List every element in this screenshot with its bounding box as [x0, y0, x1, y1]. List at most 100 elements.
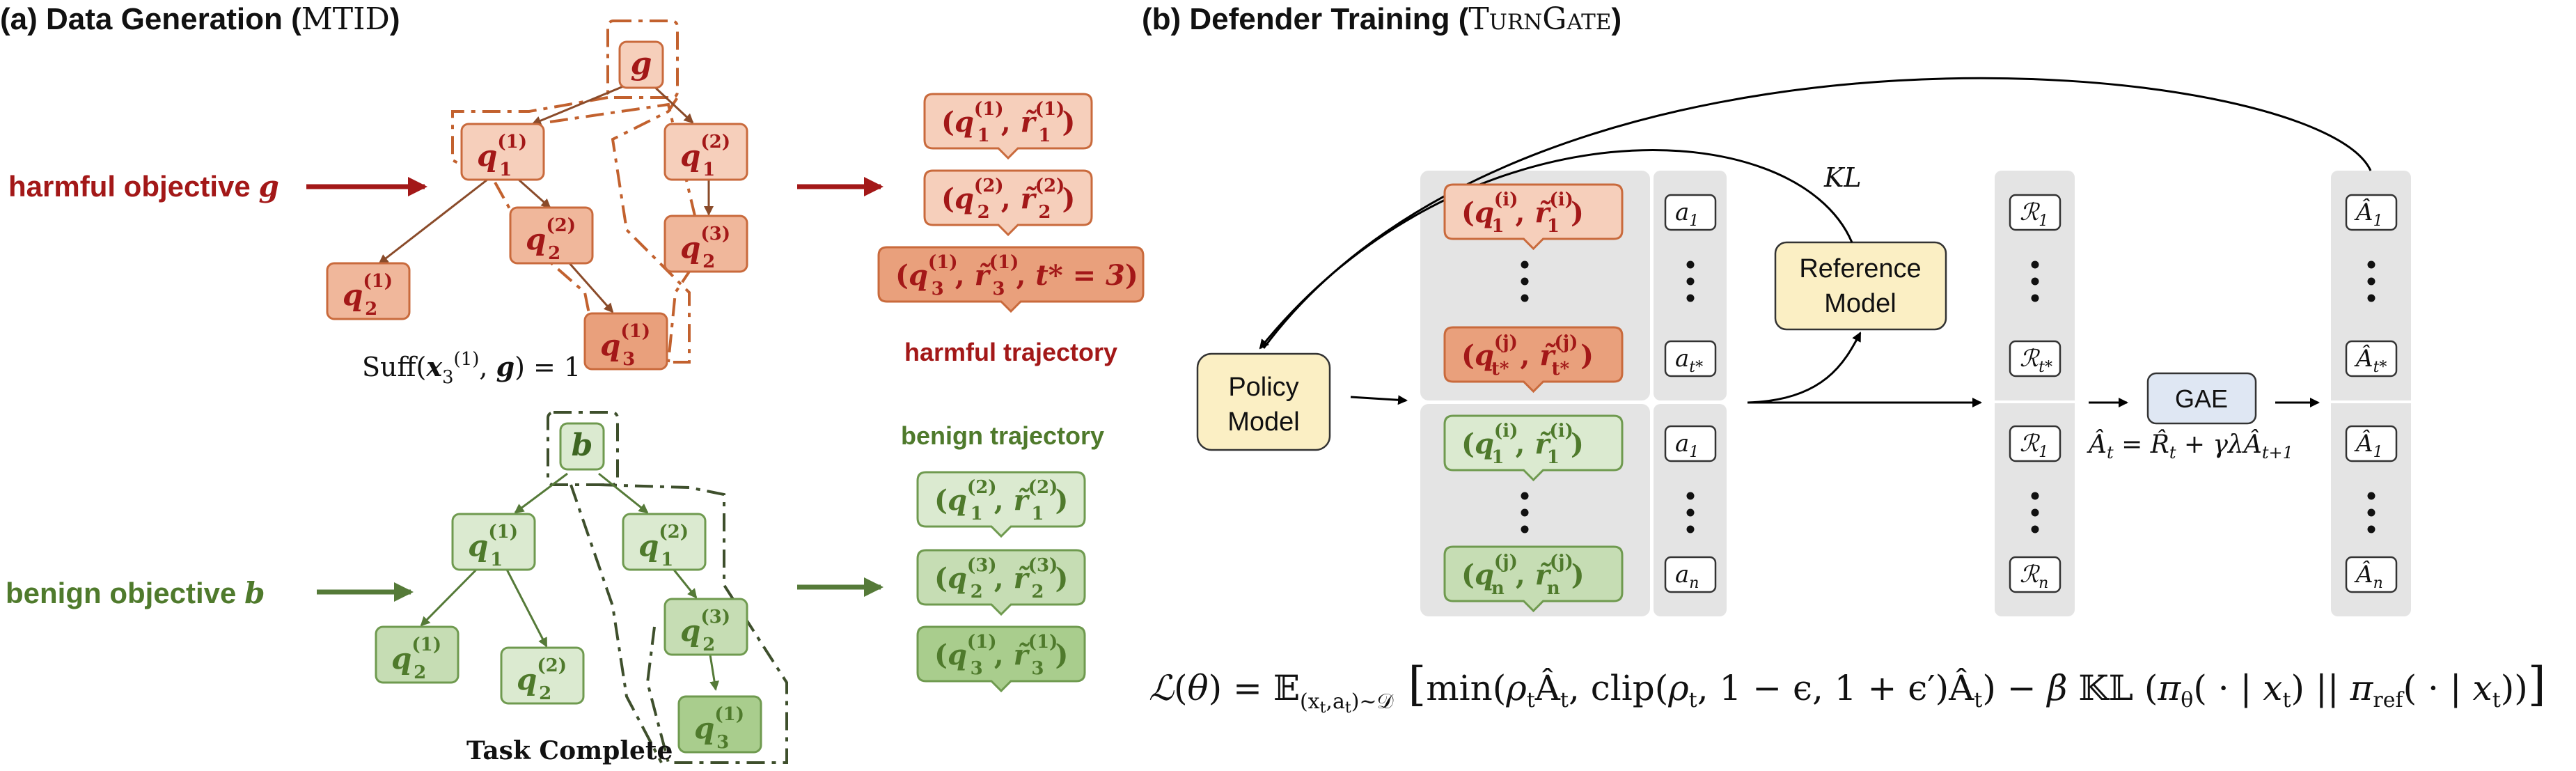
svg-text:Â1: Â1	[2354, 198, 2383, 230]
task-complete-label: Task Complete	[466, 736, 673, 765]
harmful-trajectory-label: harmful trajectory	[904, 338, 1117, 366]
vertical-ellipsis	[2031, 492, 2039, 534]
harm-rollout-card-1: (q(j)t*, r̃(j)t*)	[1443, 326, 1624, 394]
vertical-ellipsis	[2367, 492, 2375, 534]
svg-text:(q(i)1, r̃(i)1): (q(i)1, r̃(i)1)	[1461, 189, 1584, 237]
vertical-ellipsis	[2367, 260, 2375, 302]
reward-cell-1: ℛt*	[2009, 340, 2061, 377]
harmful-tree-edges	[378, 82, 714, 313]
harmful-node-4: q(3)2	[663, 215, 748, 273]
svg-text:(q(3)2, r̃(3)2): (q(3)2, r̃(3)2)	[934, 555, 1068, 602]
svg-text:Model: Model	[1227, 407, 1300, 437]
policy-to-rollout-arrow	[1350, 395, 1408, 405]
svg-text:(q(j)n, r̃(j)n): (q(j)n, r̃(j)n)	[1461, 552, 1585, 599]
harmful-tree-nodes: g q(1)1 q(2)1 q(1)2 q(2)2 q(3)2 q(1)3	[326, 40, 748, 371]
harmful-trajectory-step-1: (q(2)2, r̃(2)2)	[923, 169, 1093, 237]
sufficiency-label: Suff(x3(1), g) = 1	[362, 349, 581, 388]
reward-cell-3: ℛn	[2009, 556, 2061, 593]
svg-text:(q(1)3, r̃(1)3, t* = 3): (q(1)3, r̃(1)3, t* = 3)	[895, 252, 1138, 299]
kl-label: KL	[1823, 162, 1862, 193]
svg-text:Ân: Ân	[2354, 560, 2383, 592]
benign-trajectory-step-1: (q(3)2, r̃(3)2)	[916, 549, 1086, 616]
svg-text:(q(1)3, r̃(1)3): (q(1)3, r̃(1)3)	[934, 632, 1068, 679]
advantage-cell-1: Ât*	[2345, 340, 2398, 377]
benign-tree-outlines	[547, 411, 788, 764]
svg-text:ℛn: ℛn	[2020, 561, 2048, 592]
svg-text:(q(i)1, r̃(i)1): (q(i)1, r̃(i)1)	[1461, 421, 1584, 468]
harmful-trajectory: (q(1)1, r̃(1)1) (q(2)2, r̃(2)2) (q(1)3, r̃…	[877, 93, 1145, 313]
policy-model-box: Policy Model	[1196, 352, 1331, 451]
harmful-objective-label: harmful objective g	[8, 169, 279, 203]
svg-text:ℛ1: ℛ1	[2020, 198, 2048, 230]
reward-cell-2: ℛ1	[2009, 425, 2061, 462]
benign-rollout-card-0: (q(i)1, r̃(i)1)	[1443, 414, 1624, 482]
benign-trajectory-step-2: (q(1)3, r̃(1)3)	[916, 625, 1086, 693]
benign-node-4: q(3)2	[663, 598, 748, 656]
harmful-tree-outlines	[451, 20, 705, 364]
svg-text:q(1)1: q(1)1	[477, 132, 527, 180]
advantage-feedback-curve	[1262, 77, 2372, 349]
panel-b: (b) Defender Training (TurnGate) Policy …	[1142, 1, 2546, 717]
harmful-node-2: q(1)2	[326, 262, 411, 320]
svg-text:(q(j)t*, r̃(j)t*): (q(j)t*, r̃(j)t*)	[1461, 332, 1594, 380]
svg-text:q(1)1: q(1)1	[468, 522, 518, 570]
benign-rollout-card-1: (q(j)n, r̃(j)n)	[1443, 545, 1624, 613]
panel-a-title: (a) Data Generation (MTID)	[0, 1, 400, 37]
benign-root-node: b	[559, 422, 605, 471]
svg-text:Policy: Policy	[1228, 373, 1298, 402]
harmful-node-1: q(2)1	[663, 123, 748, 181]
svg-text:q(2)2: q(2)2	[526, 215, 576, 264]
advantage-cell-3: Ân	[2345, 556, 2398, 593]
svg-text:q(2)1: q(2)1	[680, 132, 730, 180]
svg-text:(q(1)1, r̃(1)1): (q(1)1, r̃(1)1)	[941, 99, 1075, 146]
advantage-panel	[2331, 171, 2411, 616]
svg-text:(q(2)2, r̃(2)2): (q(2)2, r̃(2)2)	[941, 176, 1075, 223]
action-cell-2: a1	[1664, 425, 1717, 462]
benign-tree-edges	[420, 472, 720, 691]
action-cells: a1 at* a1 an	[1664, 194, 1717, 593]
benign-trajectory-step-0: (q(2)1, r̃(2)1)	[916, 471, 1086, 538]
ellipsis-dots	[1521, 260, 2375, 534]
harmful-root-node: g	[618, 40, 664, 89]
action-cell-3: an	[1664, 556, 1717, 593]
svg-text:q(3)2: q(3)2	[680, 607, 730, 655]
panel-b-title: (b) Defender Training (TurnGate)	[1142, 1, 1621, 37]
reference-model-box: Reference Model	[1774, 241, 1947, 331]
svg-text:an: an	[1675, 561, 1699, 592]
benign-trajectory-label: benign trajectory	[901, 421, 1104, 450]
harmful-node-3: q(2)2	[509, 206, 594, 265]
advantage-cell-2: Â1	[2345, 425, 2398, 462]
gae-box: GAE	[2146, 372, 2257, 425]
svg-text:Reference: Reference	[1799, 254, 1921, 283]
svg-text:ℛ1: ℛ1	[2020, 430, 2048, 461]
action-cell-1: at*	[1664, 340, 1717, 377]
svg-text:Â1: Â1	[2354, 429, 2383, 461]
benign-node-0: q(1)1	[451, 513, 536, 571]
loss-formula: ℒ(θ) = 𝔼(xt,at)~𝒟 [min(ρtÂt, clip(ρt, 1 …	[1149, 657, 2546, 717]
svg-text:Ât*: Ât*	[2354, 344, 2387, 376]
svg-text:Model: Model	[1824, 289, 1896, 318]
harmful-node-5: q(1)3	[583, 312, 668, 371]
harm-rollout-cards: (q(i)1, r̃(i)1) (q(j)t*, r̃(j)t*)	[1443, 183, 1624, 394]
benign-rollout-cards: (q(i)1, r̃(i)1) (q(j)n, r̃(j)n)	[1443, 414, 1624, 613]
advantage-cell-0: Â1	[2345, 194, 2398, 231]
benign-trajectory: (q(2)1, r̃(2)1) (q(3)2, r̃(3)2) (q(1)3, r̃…	[916, 471, 1086, 693]
reward-panel	[1995, 171, 2075, 616]
vertical-ellipsis	[1686, 492, 1695, 534]
svg-text:q(2)2: q(2)2	[517, 655, 567, 704]
svg-text:(q(2)1, r̃(2)1): (q(2)1, r̃(2)1)	[934, 477, 1068, 524]
svg-text:q(2)1: q(2)1	[638, 522, 689, 570]
vertical-ellipsis	[1521, 260, 1529, 302]
svg-text:a1: a1	[1675, 430, 1699, 461]
benign-tree-nodes: b q(1)1 q(2)1 q(1)2 q(2)2 q(3)2 q(1)3	[375, 422, 762, 754]
harm-rollout-card-0: (q(i)1, r̃(i)1)	[1443, 183, 1624, 251]
benign-objective-label: benign objective b	[6, 576, 265, 610]
svg-text:q(1)2: q(1)2	[391, 634, 441, 683]
benign-node-2: q(1)2	[375, 625, 460, 684]
reward-cell-0: ℛ1	[2009, 194, 2061, 231]
benign-node-1: q(2)1	[622, 513, 707, 571]
action-cell-0: a1	[1664, 194, 1717, 231]
